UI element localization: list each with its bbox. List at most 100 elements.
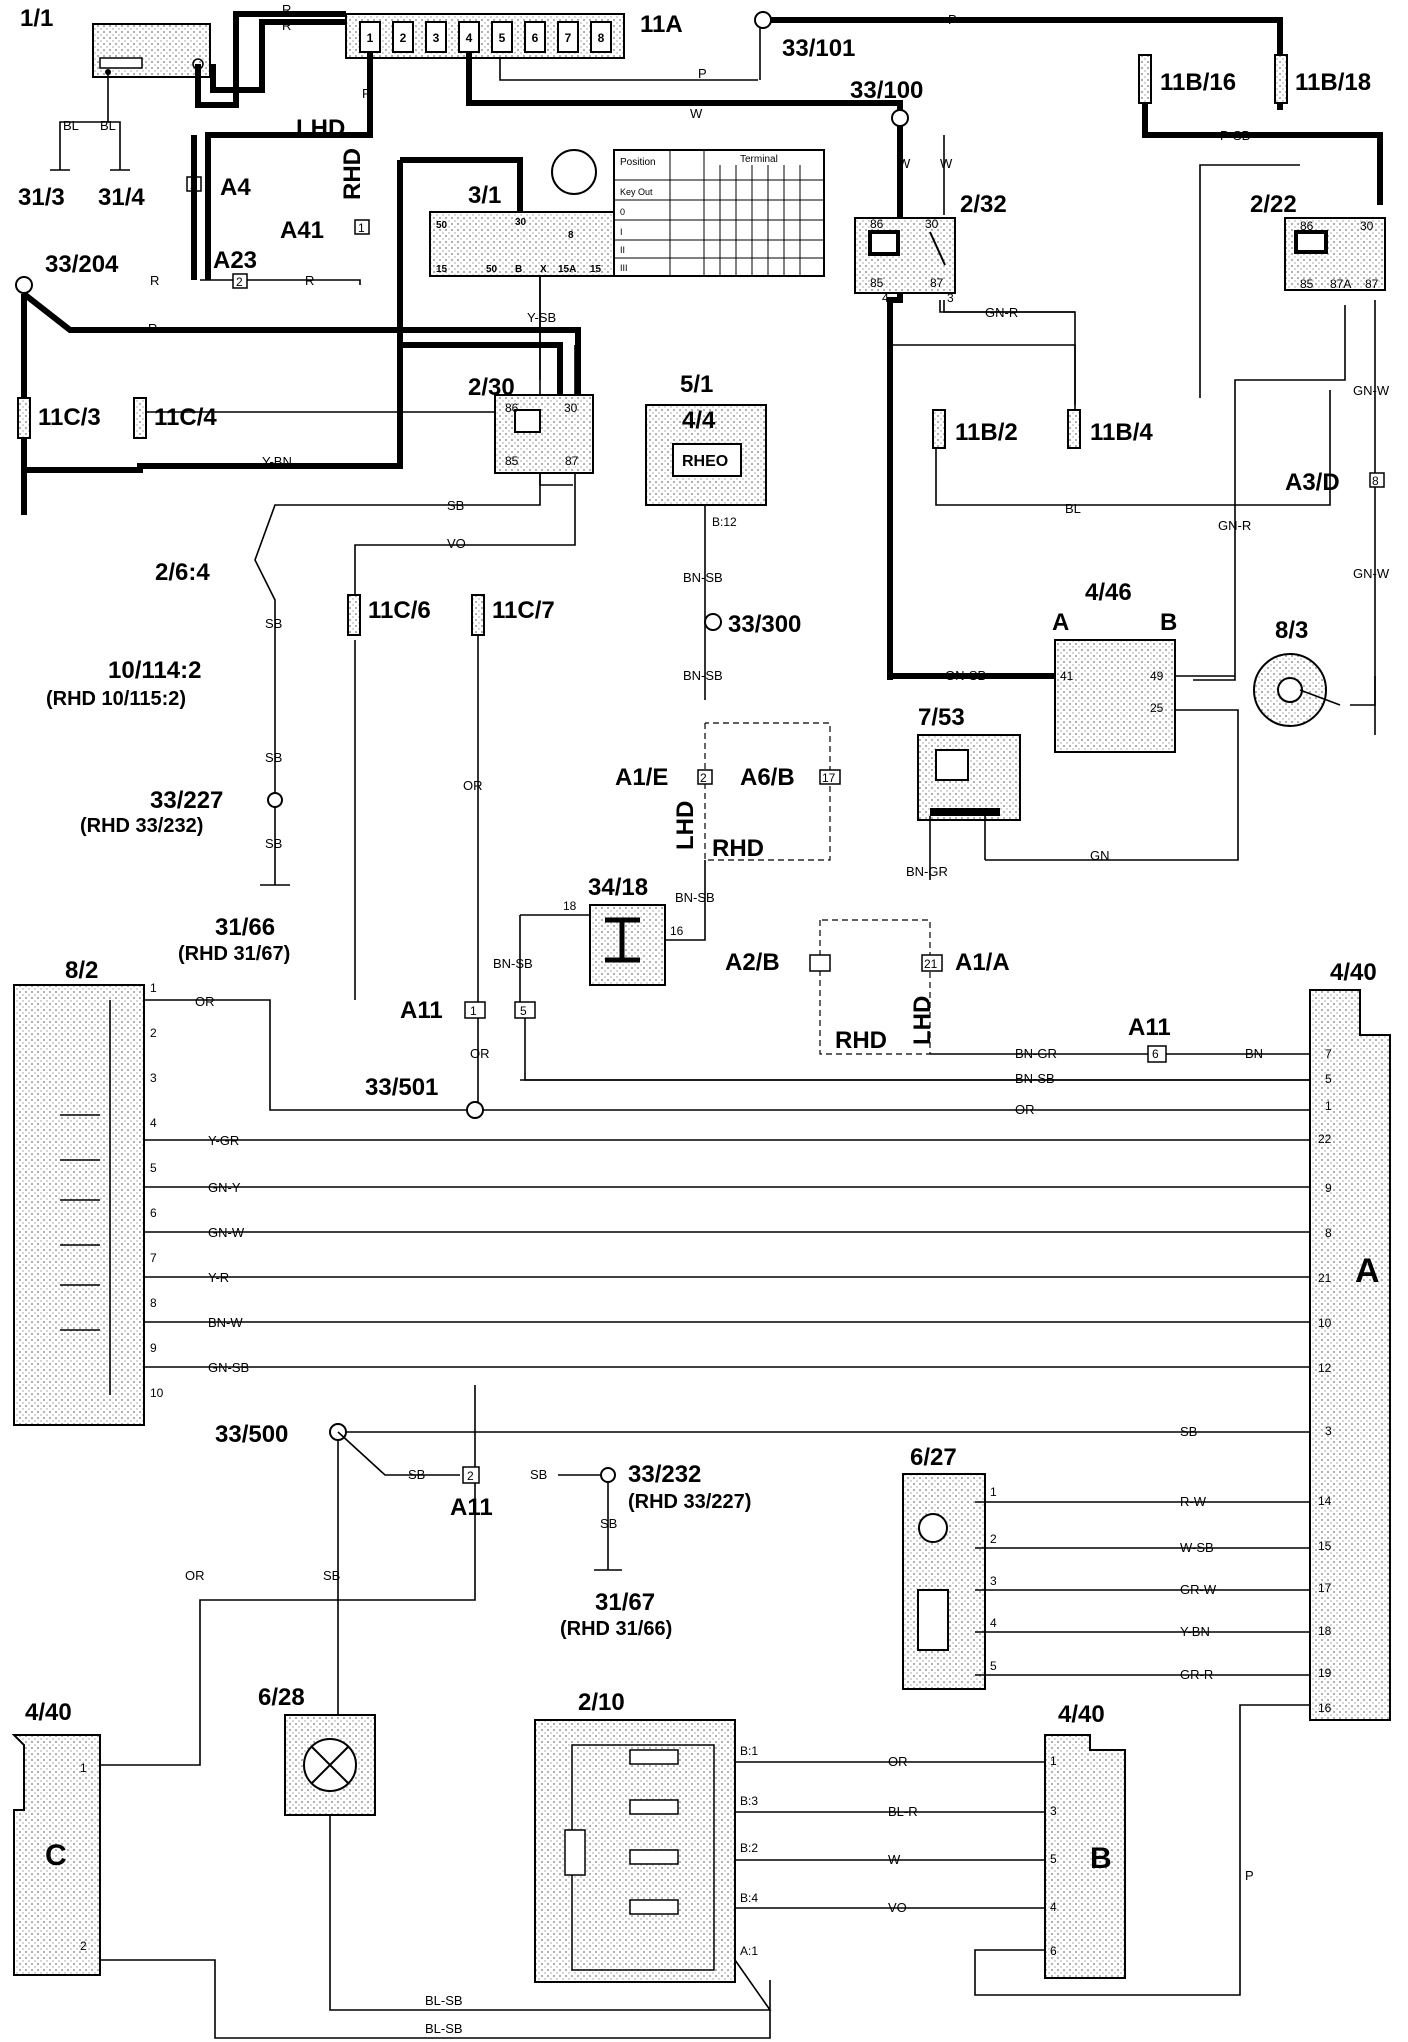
wire-r-5: R (305, 273, 314, 288)
svg-text:BN-W: BN-W (208, 1315, 243, 1330)
svg-text:2/10: 2/10 (578, 1689, 625, 1716)
label-11b-18: 11B/18 (1295, 69, 1371, 96)
svg-text:18: 18 (563, 899, 577, 913)
svg-text:Y-BN: Y-BN (1180, 1624, 1210, 1639)
svg-text:8/3: 8/3 (1275, 617, 1308, 644)
horizontal-wires-4-40 (100, 999, 1310, 1766)
svg-text:W: W (888, 1852, 901, 1867)
label-lhd-1: LHD (296, 115, 345, 142)
svg-text:SB: SB (265, 836, 282, 851)
svg-text:BN-SB: BN-SB (1015, 1071, 1055, 1086)
svg-text:87A: 87A (1330, 277, 1351, 291)
svg-text:GN-R: GN-R (985, 305, 1018, 320)
svg-text:B:4: B:4 (740, 1891, 758, 1905)
svg-text:SB: SB (530, 1467, 547, 1482)
svg-text:SB: SB (265, 750, 282, 765)
svg-text:A1/E: A1/E (615, 764, 668, 791)
splice-33-227 (267, 792, 283, 808)
fuse-pin-8: 8 (598, 31, 605, 45)
svg-text:Key Out: Key Out (620, 187, 653, 197)
svg-text:X: X (540, 264, 547, 275)
svg-text:41: 41 (1060, 669, 1074, 683)
splice-33-204 (15, 276, 33, 294)
wire-p-1: P (698, 66, 707, 81)
sensor-7-53: 7/53 BN-GR GN (906, 704, 1110, 880)
ecu-connector-4-40-c: 4/40 C 1 2 (11, 1699, 101, 1976)
svg-text:2: 2 (150, 1026, 157, 1040)
svg-text:15A: 15A (558, 264, 576, 275)
svg-text:A11: A11 (400, 997, 443, 1024)
svg-text:30: 30 (1360, 219, 1374, 233)
svg-text:4/40: 4/40 (1058, 1701, 1105, 1728)
left-chain-wires (254, 473, 706, 1110)
svg-text:VO: VO (447, 536, 466, 551)
relay-2-22: 86 30 85 87A 87 2/22 (1250, 191, 1386, 291)
svg-text:GN-W: GN-W (1353, 383, 1390, 398)
svg-text:B:1: B:1 (740, 1744, 758, 1758)
battery-1-1: 1/1 (20, 5, 211, 78)
svg-text:BL-SB: BL-SB (425, 1993, 463, 2008)
svg-text:RHD: RHD (835, 1027, 887, 1054)
connector-a2b-a1a: 21 A2/B A1/A LHD RHD (725, 919, 1010, 1055)
svg-text:4: 4 (150, 1116, 157, 1130)
svg-text:1: 1 (150, 981, 157, 995)
wire-r-3: R (362, 86, 371, 101)
wire-or-5: OR (185, 1568, 205, 1583)
fuse-pin-7: 7 (565, 31, 572, 45)
wire-r-4: R (150, 273, 159, 288)
fuse-pin-5: 5 (499, 31, 506, 45)
svg-text:LHD: LHD (672, 801, 699, 850)
label-33-300: 33/300 (728, 611, 801, 638)
svg-text:BL-R: BL-R (888, 1804, 918, 1819)
label-rhd-33-227: (RHD 33/227) (628, 1491, 751, 1513)
svg-text:C: C (45, 1839, 67, 1872)
svg-text:I: I (620, 227, 623, 237)
svg-text:A1/A: A1/A (955, 949, 1010, 976)
svg-text:15: 15 (436, 264, 448, 275)
svg-text:OR: OR (463, 778, 483, 793)
fuses-11b-2-4: 11B/2 11B/4 GN-R BL (932, 300, 1153, 516)
wire-r-2: R (282, 18, 291, 33)
resistor-pack-2-10: 2/10 B:1 B:3 B:2 B:4 A:1 OR BL-R W VO BL… (100, 1689, 1045, 2039)
svg-text:B:12: B:12 (712, 515, 737, 529)
svg-text:6/28: 6/28 (258, 1684, 305, 1711)
svg-text:4/40: 4/40 (25, 1699, 72, 1726)
svg-text:33/232: 33/232 (628, 1461, 701, 1488)
label-2-6-4: 2/6:4 (155, 559, 210, 586)
label-33-227: 33/227 (150, 787, 223, 814)
label-2-32: 2/32 (960, 191, 1007, 218)
svg-text:W: W (940, 156, 953, 171)
svg-text:VO: VO (888, 1900, 907, 1915)
connector-a23: 2 A23 (213, 247, 257, 289)
svg-text:3: 3 (150, 1071, 157, 1085)
svg-text:A3/D: A3/D (1285, 469, 1340, 496)
svg-text:10: 10 (150, 1386, 164, 1400)
relay-2-32: 86 30 85 87 4 3 2/32 W W (854, 156, 1007, 305)
svg-text:BL-SB: BL-SB (425, 2021, 463, 2036)
svg-text:A6/B: A6/B (740, 764, 795, 791)
svg-text:30: 30 (515, 217, 527, 228)
svg-text:16: 16 (670, 924, 684, 938)
rheostat-5-1: RHEO 5/1 4/4 B:12 (645, 371, 767, 529)
svg-text:85: 85 (505, 454, 519, 468)
svg-text:BN-GR: BN-GR (1015, 1046, 1057, 1061)
svg-text:Y-GR: Y-GR (208, 1133, 239, 1148)
label-33-204: 33/204 (45, 251, 119, 278)
svg-text:8: 8 (1325, 1226, 1332, 1240)
svg-text:11C/6: 11C/6 (368, 597, 431, 624)
svg-text:8/2: 8/2 (65, 957, 98, 984)
svg-text:87: 87 (930, 276, 944, 290)
label-rhd-10-115-2: (RHD 10/115:2) (46, 688, 186, 710)
svg-text:8: 8 (568, 230, 574, 241)
fuses-11c-6-7: 11C/6 11C/7 (347, 594, 555, 636)
svg-text:1: 1 (470, 1004, 477, 1018)
fuse-pin-6: 6 (532, 31, 539, 45)
svg-text:34/18: 34/18 (588, 874, 648, 901)
svg-text:6: 6 (1050, 1944, 1057, 1958)
svg-text:A4: A4 (220, 174, 251, 201)
fuse-pin-1: 1 (367, 31, 374, 45)
ground-bus-34-18: 34/18 18 16 BN-SB BN-SB (493, 860, 715, 986)
svg-text:7/53: 7/53 (918, 704, 965, 731)
ignition-switch-3-1: Position Terminal Key Out 0 I II III 50 … (429, 149, 825, 277)
svg-text:11B/16: 11B/16 (1160, 69, 1236, 96)
